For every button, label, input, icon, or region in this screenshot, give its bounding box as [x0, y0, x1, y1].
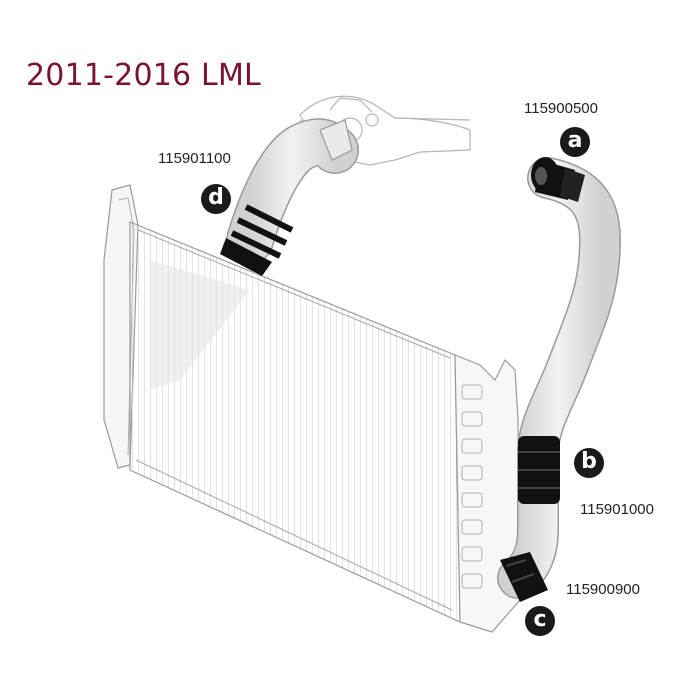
clamp-b — [518, 436, 560, 504]
badge-a: a — [560, 127, 590, 157]
clamp-a — [531, 157, 585, 202]
part-number-c: 115900900 — [566, 581, 640, 598]
badge-b: b — [574, 448, 604, 478]
clamp-c — [500, 552, 548, 602]
part-number-a: 115900500 — [524, 100, 598, 117]
part-number-d: 115901100 — [158, 150, 231, 167]
intercooler-core — [103, 184, 521, 633]
hose-right — [497, 157, 622, 602]
badge-d: d — [201, 184, 231, 214]
hose-d — [220, 118, 359, 276]
diagram-title: 2011-2016 LML — [26, 58, 261, 93]
clamp-d — [230, 204, 294, 259]
part-number-b: 115901000 — [580, 501, 654, 518]
badge-c: c — [525, 606, 555, 636]
